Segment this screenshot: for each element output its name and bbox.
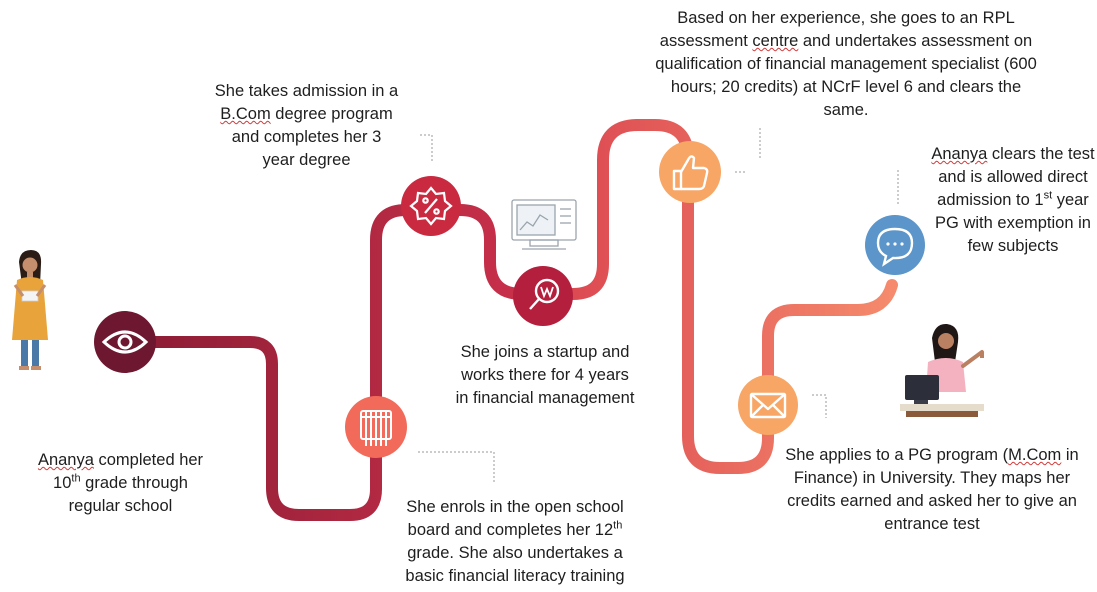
chat-bubble-icon [876,227,914,267]
step-3-node [401,176,461,236]
path-segment-2 [516,119,898,474]
step-7-node [865,215,925,275]
step-2-node [345,396,407,458]
eye-icon [101,330,149,354]
step-6-node [738,375,798,435]
step-4-node [513,266,573,326]
abacus-icon [360,410,392,446]
girl-figure-illustration [12,250,48,370]
step-1-node [94,311,156,373]
step-4-caption: She joins a startup and works there for … [455,343,635,407]
step-3-caption: She takes admission in a B.Com degree pr… [214,82,399,169]
thumbs-up-icon [672,155,709,191]
step-7-caption: Ananya clears the test and is allowed di… [931,145,1095,255]
step-6-caption: She applies to a PG program (M.Com in Fi… [785,446,1079,533]
step-1-caption: Ananya completed her 10th grade through … [37,451,204,515]
envelope-icon [749,392,787,419]
discount-badge-icon [409,186,453,226]
step-2-caption: She enrols in the open school board and … [405,498,625,585]
ananya-name: Ananya [37,451,94,469]
step-5-caption: Based on her experience, she goes to an … [655,9,1037,119]
journey-path [119,119,898,521]
step-5-node [659,141,721,203]
leader-lines [418,128,899,482]
woman-at-desk-illustration [900,323,984,417]
path-segment-1 [119,204,528,521]
laptop-chart-icon [511,199,577,250]
magnifier-w-icon [529,278,560,310]
